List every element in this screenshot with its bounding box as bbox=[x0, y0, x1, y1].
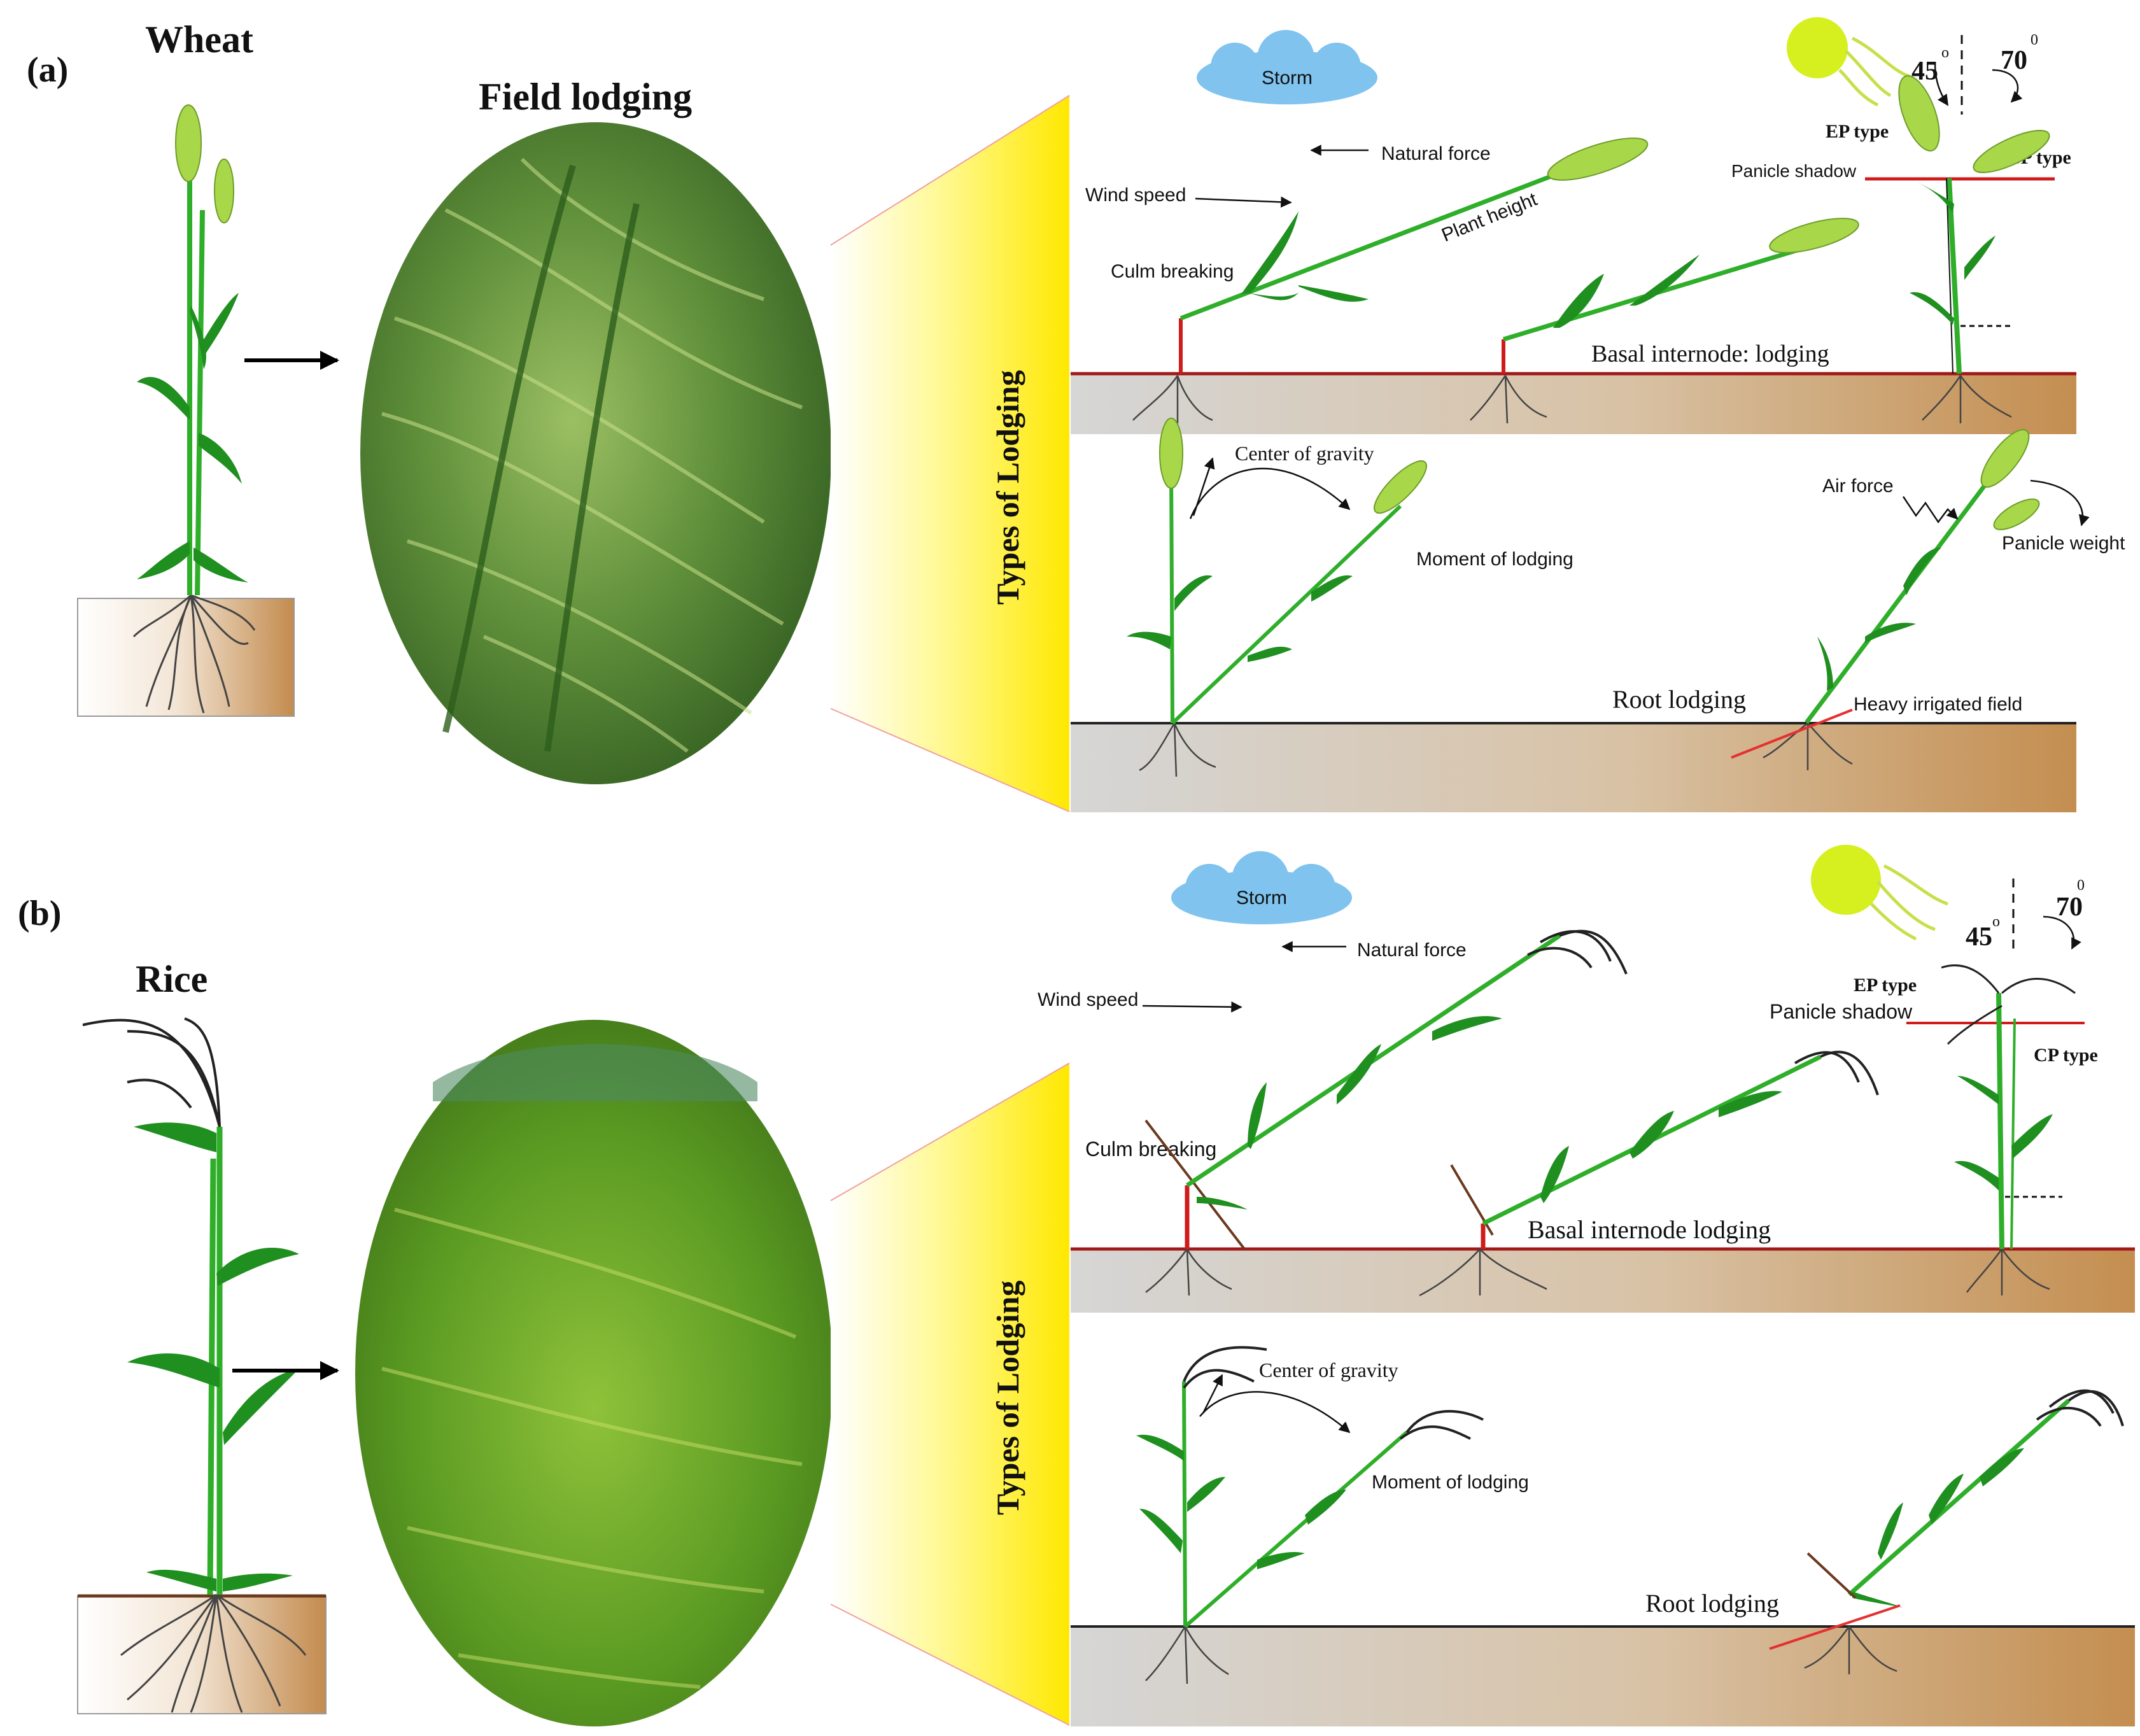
panicle-weight-label: Panicle weight bbox=[2002, 533, 2125, 554]
sun-icon bbox=[1811, 845, 1948, 941]
center-of-gravity-label: Center of gravity bbox=[1259, 1358, 1398, 1381]
panel-b: (b) Rice bbox=[18, 845, 2135, 1726]
wheat-title: Wheat bbox=[145, 18, 253, 60]
rice-roots bbox=[120, 1593, 307, 1713]
rice-title: Rice bbox=[136, 958, 208, 1000]
culm-breaking-label: Culm breaking bbox=[1085, 1138, 1216, 1161]
rice-field-photo bbox=[355, 1020, 833, 1726]
panicle-shadow-label: Panicle shadow bbox=[1770, 1000, 1913, 1023]
angle-70-label: 70 bbox=[2001, 46, 2027, 75]
scene-lower-b: Center of gravity Moment of lodging Root… bbox=[1071, 1346, 2135, 1726]
air-force-label: Air force bbox=[1822, 476, 1894, 497]
soil-box bbox=[77, 598, 295, 717]
center-of-gravity-label: Center of gravity bbox=[1235, 442, 1374, 465]
types-of-lodging-label: Types of Lodging bbox=[990, 370, 1025, 605]
plant-height-label: Plant height bbox=[1439, 188, 1540, 246]
storm-cloud-b: Storm bbox=[1171, 851, 1352, 924]
wheat-field-photo bbox=[360, 122, 831, 784]
wheat-plant-illustration bbox=[77, 104, 339, 717]
natural-force-label: Natural force bbox=[1381, 143, 1491, 164]
types-of-lodging-label: Types of Lodging bbox=[990, 1280, 1025, 1515]
wind-speed-label: Wind speed bbox=[1038, 989, 1138, 1010]
ep-type-label: EP type bbox=[1826, 121, 1889, 142]
field-lodging-title: Field lodging bbox=[479, 76, 692, 118]
degree-symbol: o bbox=[1992, 914, 2000, 930]
panel-b-label: (b) bbox=[18, 894, 61, 933]
angle-45-label: 45 bbox=[1966, 922, 1992, 952]
natural-force-label: Natural force bbox=[1357, 940, 1467, 961]
storm-label: Storm bbox=[1236, 887, 1287, 908]
types-funnel: Types of Lodging bbox=[830, 95, 1070, 812]
degree-symbol: o bbox=[1941, 45, 1949, 61]
wheat-roots bbox=[132, 594, 256, 714]
basal-internode-label: Basal internode: lodging bbox=[1591, 341, 1829, 367]
storm-label: Storm bbox=[1262, 67, 1313, 88]
degree-symbol: 0 bbox=[2031, 32, 2038, 48]
cp-type-label: CP type bbox=[2034, 1045, 2098, 1066]
storm-cloud-a: Storm bbox=[1197, 30, 1377, 104]
moment-of-lodging-label: Moment of lodging bbox=[1372, 1472, 1529, 1493]
culm-breaking-label: Culm breaking bbox=[1111, 261, 1234, 282]
scene-upper-b: Storm Natural force Wind speed Culm brea… bbox=[1038, 845, 2135, 1313]
types-funnel: Types of Lodging bbox=[830, 1062, 1070, 1726]
ep-type-label: EP type bbox=[1854, 975, 1917, 996]
basal-internode-label: Basal internode lodging bbox=[1528, 1215, 1771, 1244]
panel-a: (a) Wheat Field lodging bbox=[27, 17, 2125, 812]
wind-speed-label: Wind speed bbox=[1085, 185, 1186, 206]
heavy-irrigated-label: Heavy irrigated field bbox=[1854, 694, 2022, 715]
rice-plant-illustration bbox=[77, 1017, 339, 1714]
angle-70-label: 70 bbox=[2056, 893, 2083, 922]
scene-upper: Storm Natural force Wind speed Culm brea… bbox=[1071, 17, 2076, 434]
root-lodging-label: Root lodging bbox=[1645, 1589, 1779, 1618]
panel-a-label: (a) bbox=[27, 50, 68, 90]
panicle-shadow-label: Panicle shadow bbox=[1731, 161, 1857, 181]
moment-of-lodging-label: Moment of lodging bbox=[1416, 549, 1573, 570]
degree-symbol: 0 bbox=[2077, 877, 2085, 894]
sun-icon bbox=[1787, 17, 1910, 107]
root-lodging-label: Root lodging bbox=[1612, 685, 1746, 714]
scene-lower: Center of gravity Moment of lodging Air … bbox=[1071, 418, 2125, 812]
